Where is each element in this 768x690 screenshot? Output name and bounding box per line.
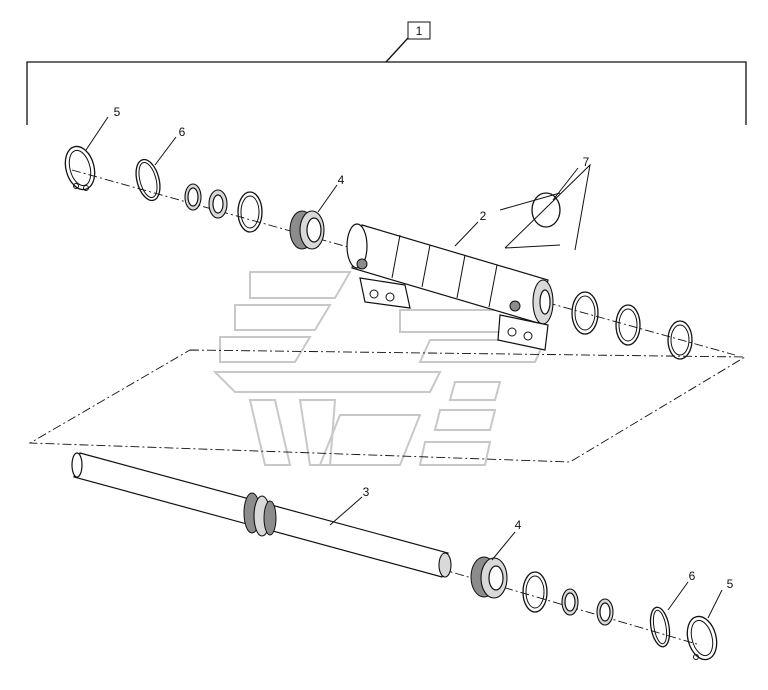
callout-4-upper: 4 [338,173,345,187]
seal-4-lower [470,556,508,599]
callout-7: 7 [583,155,590,169]
assembly-bracket [26,37,747,125]
cylinder-barrel [346,223,554,351]
piston-rod [71,452,452,578]
callout-5-upper: 5 [114,105,121,119]
callout-1: 1 [407,21,431,40]
callout-5-lower: 5 [727,577,734,591]
rings-lower [522,571,671,648]
callout-4-lower: 4 [515,518,522,532]
leader-lines [85,116,723,619]
callout-2: 2 [480,209,487,223]
ring-6-upper [135,158,161,202]
seal-4-upper [289,210,325,250]
watermark-logo [212,271,547,466]
small-rings-upper [184,183,263,233]
callout-3: 3 [363,485,370,499]
detail-7 [499,163,591,251]
callout-6-lower: 6 [689,569,696,583]
callout-6-upper: 6 [179,125,186,139]
rings-barrel-right [571,291,693,360]
snap-ring-upper [64,145,96,191]
callout-1-label: 1 [416,24,423,38]
snap-ring-lower [686,615,718,661]
